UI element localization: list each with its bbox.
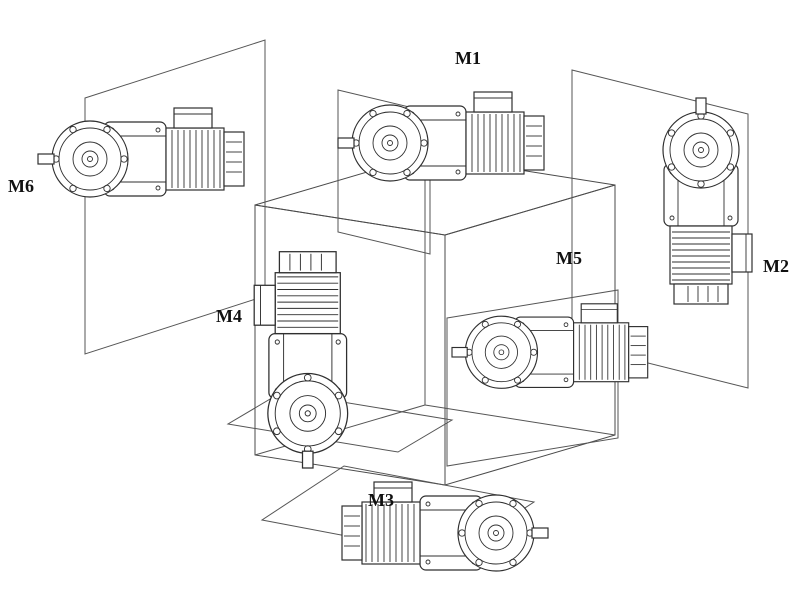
gearmotor-m1	[337, 91, 545, 182]
reference-cube	[254, 154, 616, 486]
label-m4: M4	[216, 306, 242, 326]
mounting-plane-m4	[226, 391, 454, 453]
gearmotor-m6	[37, 107, 245, 198]
gearmotor-m2	[662, 97, 753, 305]
label-m5: M5	[556, 248, 582, 268]
mounting-plane-m2	[571, 69, 749, 389]
label-m6: M6	[8, 176, 34, 196]
label-m2: M2	[763, 256, 789, 276]
mounting-plane-m5	[446, 289, 619, 467]
label-m1: M1	[455, 48, 481, 68]
mounting-plane-m1	[337, 89, 431, 255]
label-m3: M3	[368, 490, 394, 510]
gearmotor-m4	[253, 251, 349, 469]
